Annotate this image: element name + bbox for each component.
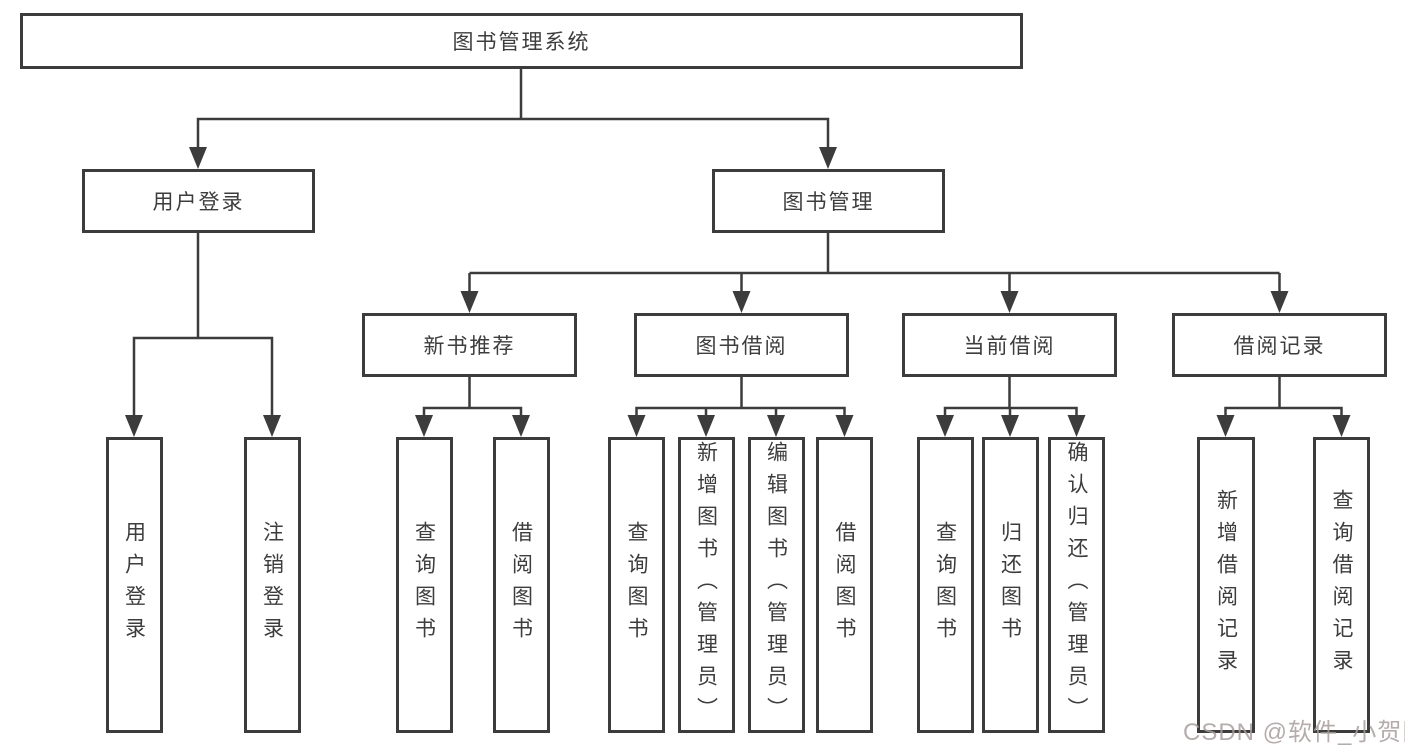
leaf-add-borrow-record: 新增借阅记录: [1197, 437, 1255, 733]
leaf-user-login-label: 用户登录: [122, 521, 146, 649]
leaf-query-borrow-record: 查询借阅记录: [1313, 437, 1370, 733]
node-new-book-recommend-label: 新书推荐: [423, 335, 516, 358]
node-new-book-recommend: 新书推荐: [362, 313, 577, 377]
leaf-logout-label: 注销登录: [260, 521, 284, 649]
leaf-query-books-current: 查询图书: [916, 437, 974, 733]
leaf-return-books-label: 归还图书: [998, 521, 1022, 649]
leaf-borrow-books-recommend: 借阅图书: [492, 437, 550, 733]
node-current-borrowing-label: 当前借阅: [963, 335, 1056, 358]
leaf-query-borrow-record-label: 查询借阅记录: [1330, 489, 1353, 681]
arrowheads: [125, 147, 1351, 437]
node-book-management-label: 图书管理: [782, 191, 875, 214]
node-borrowing-records-label: 借阅记录: [1233, 335, 1326, 358]
leaf-add-borrow-record-label: 新增借阅记录: [1214, 489, 1238, 681]
watermark: CSDN @软件_小贺同学: [1183, 719, 1405, 746]
leaf-borrow-books-recommend-label: 借阅图书: [509, 521, 533, 649]
leaf-return-books: 归还图书: [981, 437, 1039, 733]
leaf-logout: 注销登录: [243, 437, 301, 733]
leaf-confirm-return-admin: 确认归还（管理员）: [1048, 437, 1105, 733]
leaf-user-login: 用户登录: [105, 437, 163, 733]
node-book-borrowing-label: 图书借阅: [695, 335, 788, 358]
leaf-edit-book-admin-label: 编辑图书（管理员）: [764, 441, 788, 729]
leaf-borrow-books-borrowing: 借阅图书: [816, 437, 873, 733]
connector-line: [132, 68, 1343, 420]
node-borrowing-records: 借阅记录: [1172, 313, 1387, 377]
leaf-query-books-borrowing-label: 查询图书: [625, 521, 648, 649]
node-library-system-label: 图书管理系统: [452, 31, 591, 54]
leaf-borrow-books-borrowing-label: 借阅图书: [833, 521, 856, 649]
leaf-query-books-recommend: 查询图书: [395, 437, 453, 733]
node-library-system: 图书管理系统: [20, 13, 1023, 69]
node-user-login: 用户登录: [82, 169, 315, 233]
leaf-query-books-current-label: 查询图书: [933, 521, 957, 649]
node-book-management: 图书管理: [712, 169, 945, 233]
leaf-query-books-recommend-label: 查询图书: [412, 521, 436, 649]
node-current-borrowing: 当前借阅: [902, 313, 1117, 377]
leaf-confirm-return-admin-label: 确认归还（管理员）: [1065, 441, 1088, 729]
leaf-add-book-admin: 新增图书（管理员）: [677, 437, 735, 733]
leaf-query-books-borrowing: 查询图书: [608, 437, 665, 733]
leaf-edit-book-admin: 编辑图书（管理员）: [747, 437, 805, 733]
leaf-add-book-admin-label: 新增图书（管理员）: [694, 441, 718, 729]
node-book-borrowing: 图书借阅: [634, 313, 849, 377]
node-user-login-label: 用户登录: [152, 191, 245, 214]
